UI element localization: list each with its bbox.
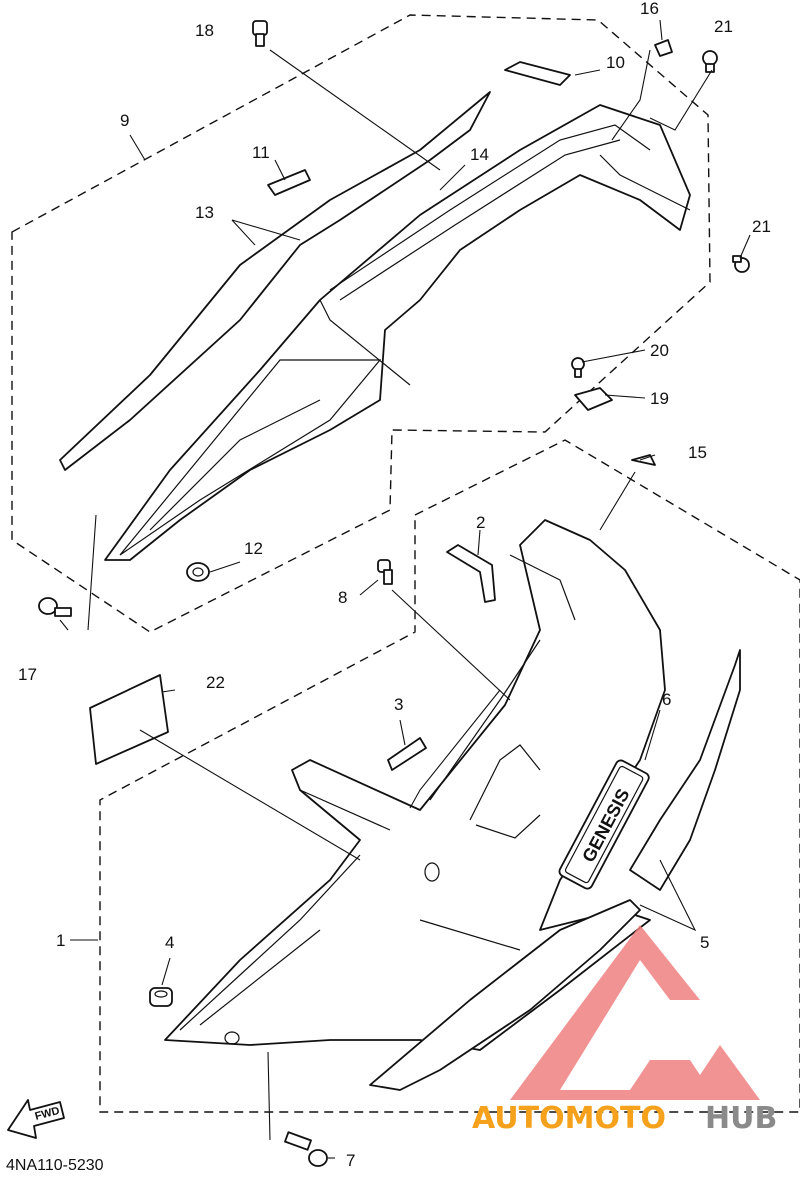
group-outline-lower — [99, 439, 800, 1113]
callout-8: 8 — [338, 588, 347, 607]
group-outline-upper — [11, 14, 711, 633]
callout-16: 16 — [640, 0, 659, 18]
part-16-tab — [654, 39, 673, 57]
fastener-17 — [38, 597, 72, 617]
callout-18: 18 — [195, 21, 214, 40]
part-15-tab — [631, 454, 656, 466]
callout-14: 14 — [470, 145, 489, 164]
part-10-strip — [504, 61, 571, 86]
lower-side-cover — [164, 519, 666, 1051]
callout-5: 5 — [700, 933, 709, 952]
fwd-arrow: FWD — [7, 1099, 65, 1139]
callout-9: 9 — [120, 111, 129, 130]
callout-10: 10 — [606, 53, 625, 72]
callout-19: 19 — [650, 389, 669, 408]
fastener-21-right — [732, 255, 750, 273]
callout-3: 3 — [394, 695, 403, 714]
part-19-clip — [574, 387, 613, 411]
callout-21a: 21 — [714, 17, 733, 36]
callout-17: 17 — [18, 665, 37, 684]
callout-7: 7 — [346, 1151, 355, 1170]
watermark-logo: AUTOMOTO HUB — [472, 925, 777, 1136]
callout-12: 12 — [244, 539, 263, 558]
leader-lines — [59, 19, 751, 1159]
fastener-7 — [284, 1131, 328, 1167]
watermark-mark-icon — [510, 925, 760, 1100]
callouts: 18 16 21 10 9 11 14 13 21 20 19 15 2 12 … — [18, 0, 771, 1170]
fastener-21-top — [702, 50, 718, 73]
part-11-label — [267, 169, 311, 196]
fastener-18 — [252, 20, 268, 47]
callout-21b: 21 — [752, 217, 771, 236]
part-2-strip — [446, 544, 496, 603]
fastener-8 — [377, 559, 393, 585]
watermark-text-grey: HUB — [705, 1101, 777, 1136]
callout-13: 13 — [195, 203, 214, 222]
fastener-20 — [571, 357, 585, 378]
callout-11: 11 — [252, 143, 270, 162]
diagram-code: 4NA110-5230 — [6, 1157, 104, 1174]
upper-side-cover — [59, 91, 691, 561]
part-5-trim-upper — [629, 649, 741, 891]
watermark-text-orange: AUTOMOTO — [472, 1101, 666, 1136]
callout-2: 2 — [476, 513, 485, 532]
part-22-pad — [89, 674, 169, 765]
callout-1: 1 — [56, 931, 65, 950]
callout-22: 22 — [206, 673, 225, 692]
part-6-emblem — [558, 759, 650, 890]
callout-15: 15 — [688, 443, 707, 462]
grommet-4 — [149, 987, 173, 1007]
grommet-12 — [186, 562, 210, 582]
part-5-trim — [369, 899, 641, 1091]
callout-20: 20 — [650, 341, 669, 360]
part-3-strip — [387, 737, 427, 771]
callout-4: 4 — [165, 933, 174, 952]
callout-6: 6 — [662, 690, 671, 709]
